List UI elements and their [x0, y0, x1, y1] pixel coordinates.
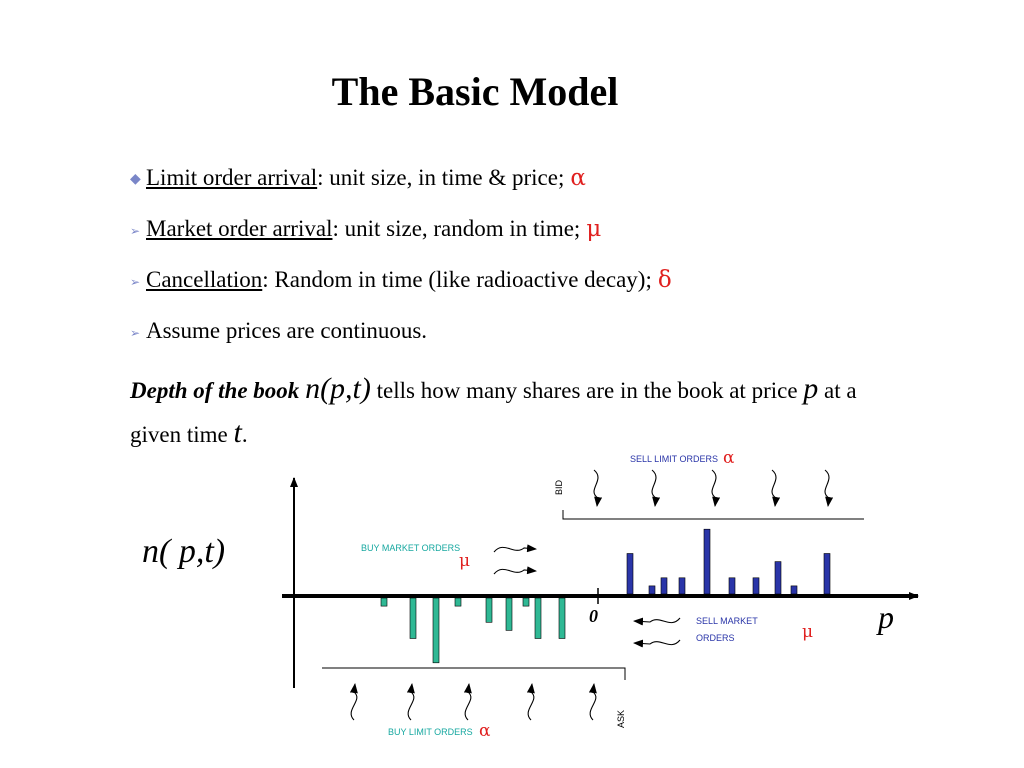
bullet-text: : unit size, in time & price; [317, 165, 565, 190]
buy-limit-label: BUY LIMIT ORDERS [388, 727, 473, 737]
bullet-term: Limit order arrival [146, 165, 318, 190]
sell-limit-label: SELL LIMIT ORDERS [630, 454, 718, 464]
buy-limit-bar [409, 597, 417, 639]
price-variable: p [803, 372, 819, 405]
bullet-term: Cancellation [146, 267, 263, 292]
buy-market-label: BUY MARKET ORDERS [361, 543, 460, 553]
buy-limit-arrow-5 [588, 683, 597, 721]
sell-limit-bar [678, 577, 686, 595]
alpha-symbol: α [570, 165, 586, 191]
buy-limit-bar [534, 597, 542, 639]
sell-limit-bar [790, 585, 798, 595]
buy-market-arrow-1 [493, 544, 537, 553]
diamond-bullet-icon: ◆ [130, 171, 141, 187]
sell-limit-bar [728, 577, 736, 595]
origin-label: 0 [589, 606, 598, 626]
buy-limit-bracket [322, 667, 626, 680]
depth-formula: n(p,t) [305, 372, 371, 405]
arrow-bullet-icon: ➢ [130, 325, 141, 340]
bullet-term: Market order arrival [146, 216, 333, 241]
buy-limit-bar [505, 597, 513, 631]
sell-limit-arrow-3 [711, 469, 721, 507]
sell-market-arrow-2 [633, 639, 681, 648]
bullet-text: : unit size, random in time; [332, 216, 581, 241]
buy-limit-bar [558, 597, 566, 639]
mu-symbol: μ [586, 216, 602, 242]
bullet-continuous-prices: ➢ Assume prices are continuous. [130, 313, 950, 364]
buy-limit-arrow-3 [463, 683, 472, 721]
buy-market-mu: μ [459, 551, 470, 571]
bullet-cancellation: ➢ Cancellation: Random in time (like radi… [130, 262, 950, 313]
sell-limit-bar [626, 553, 634, 595]
sell-market-arrow-1 [633, 617, 681, 626]
sell-limit-alpha: α [723, 448, 735, 468]
buy-limit-bar [522, 597, 530, 607]
sell-limit-bar [660, 577, 668, 595]
bullet-market-order-arrival: ➢ Market order arrival: unit size, random… [130, 211, 950, 262]
buy-limit-bar [454, 597, 462, 607]
buy-market-arrow-2 [493, 566, 537, 575]
bullet-text: : Random in time (like radioactive decay… [262, 267, 652, 292]
depth-text-2: at a given time [130, 378, 857, 447]
sell-limit-bar [774, 561, 782, 595]
buy-limit-bar [432, 597, 440, 664]
depth-definition: Depth of the book n(p,t) tells how many … [130, 368, 910, 456]
sell-limit-bar [823, 553, 831, 595]
sell-bars-group [626, 528, 831, 595]
buy-bars-group [380, 597, 566, 664]
sell-limit-bar [648, 585, 656, 595]
depth-text-1: tells how many shares are in the book at… [376, 378, 798, 403]
sell-market-label-1: SELL MARKET [696, 616, 758, 626]
delta-symbol: δ [657, 267, 672, 293]
sell-market-label-2: ORDERS [696, 633, 735, 643]
buy-limit-arrow-1 [349, 683, 358, 721]
sell-market-mu: μ [802, 622, 813, 642]
buy-limit-alpha: α [479, 721, 491, 741]
buy-limit-arrow-2 [406, 683, 415, 721]
buy-limit-bar [380, 597, 388, 607]
sell-limit-arrow-2 [651, 469, 661, 507]
arrow-bullet-icon: ➢ [130, 274, 141, 289]
y-axis-label: n( p,t) [142, 533, 225, 570]
arrow-bullet-icon: ➢ [130, 223, 141, 238]
buy-limit-arrow-4 [526, 683, 535, 721]
depth-lead: Depth of the book [130, 378, 300, 403]
time-variable: t [233, 416, 242, 449]
sell-limit-bracket [562, 510, 864, 520]
x-axis-label: p [876, 599, 894, 635]
bullet-text: Assume prices are continuous. [146, 318, 428, 343]
sell-limit-arrow-1 [593, 469, 603, 507]
slide-title: The Basic Model [331, 69, 619, 114]
depth-end: . [241, 422, 248, 447]
ask-label: ASK [616, 710, 626, 728]
bid-label: BID [554, 479, 564, 495]
buy-limit-bar [485, 597, 493, 623]
sell-limit-arrow-4 [771, 469, 781, 507]
sell-limit-arrow-5 [824, 469, 834, 507]
sell-limit-bar [752, 577, 760, 595]
bullet-list: ◆ Limit order arrival: unit size, in time… [130, 160, 950, 364]
bullet-limit-order-arrival: ◆ Limit order arrival: unit size, in time… [130, 160, 950, 211]
sell-limit-bar [703, 528, 711, 595]
